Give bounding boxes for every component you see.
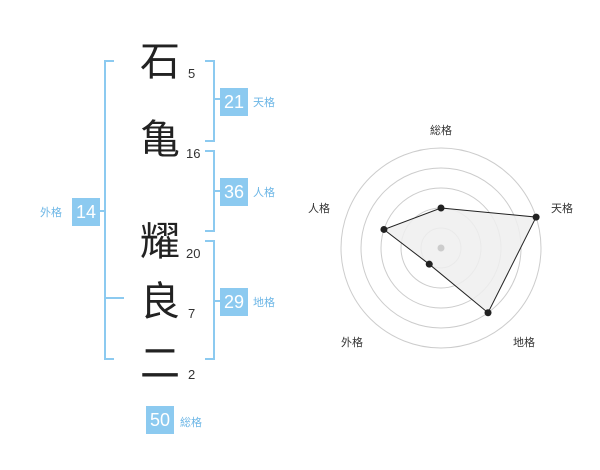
jinkaku-tick (213, 190, 220, 192)
name-char-5: 二 (140, 341, 180, 387)
radar-axis-label-tenkaku: 天格 (551, 201, 573, 215)
name-char-2: 亀 (140, 117, 180, 163)
tenkaku-tick (213, 98, 220, 100)
stroke-count-2: 16 (186, 146, 201, 161)
radar-point (437, 204, 445, 212)
radar-axis-label-chikaku: 地格 (513, 335, 535, 349)
radar-points (380, 204, 540, 317)
chikaku-tick (213, 300, 220, 302)
gaikaku-bracket (104, 60, 114, 360)
radar-point (484, 309, 492, 317)
tenkaku-value: 21 (220, 88, 248, 116)
radar-point (532, 213, 540, 221)
gaikaku-divider (106, 297, 124, 299)
name-char-4: 良 (140, 279, 180, 325)
stroke-count-4: 7 (188, 306, 196, 321)
stroke-count-5: 2 (188, 367, 196, 382)
radar-axis-label-soukaku: 総格 (430, 123, 452, 137)
gaikaku-value: 14 (72, 198, 100, 226)
gaikaku-tick (98, 210, 104, 212)
soukaku-value: 50 (146, 406, 174, 434)
chikaku-label: 地格 (253, 296, 275, 309)
radar-point (380, 225, 388, 233)
radar-axis-label-jinkaku: 人格 (308, 201, 330, 215)
radar-grid-ring (340, 147, 542, 349)
jinkaku-value: 36 (220, 178, 248, 206)
radar-point (425, 260, 433, 268)
stroke-count-1: 5 (188, 66, 196, 81)
gaikaku-label: 外格 (40, 206, 62, 219)
radar-axis-label-gaikaku: 外格 (341, 335, 363, 349)
soukaku-label: 総格 (180, 416, 202, 429)
tenkaku-label: 天格 (253, 96, 275, 109)
stroke-count-3: 20 (186, 246, 201, 261)
tenkaku-bracket (205, 60, 215, 142)
radar-polygon (382, 207, 537, 314)
chikaku-value: 29 (220, 288, 248, 316)
name-char-3: 耀 (140, 219, 180, 265)
jinkaku-label: 人格 (253, 186, 275, 199)
radar-center-dot (437, 244, 445, 252)
name-char-1: 石 (140, 39, 180, 85)
